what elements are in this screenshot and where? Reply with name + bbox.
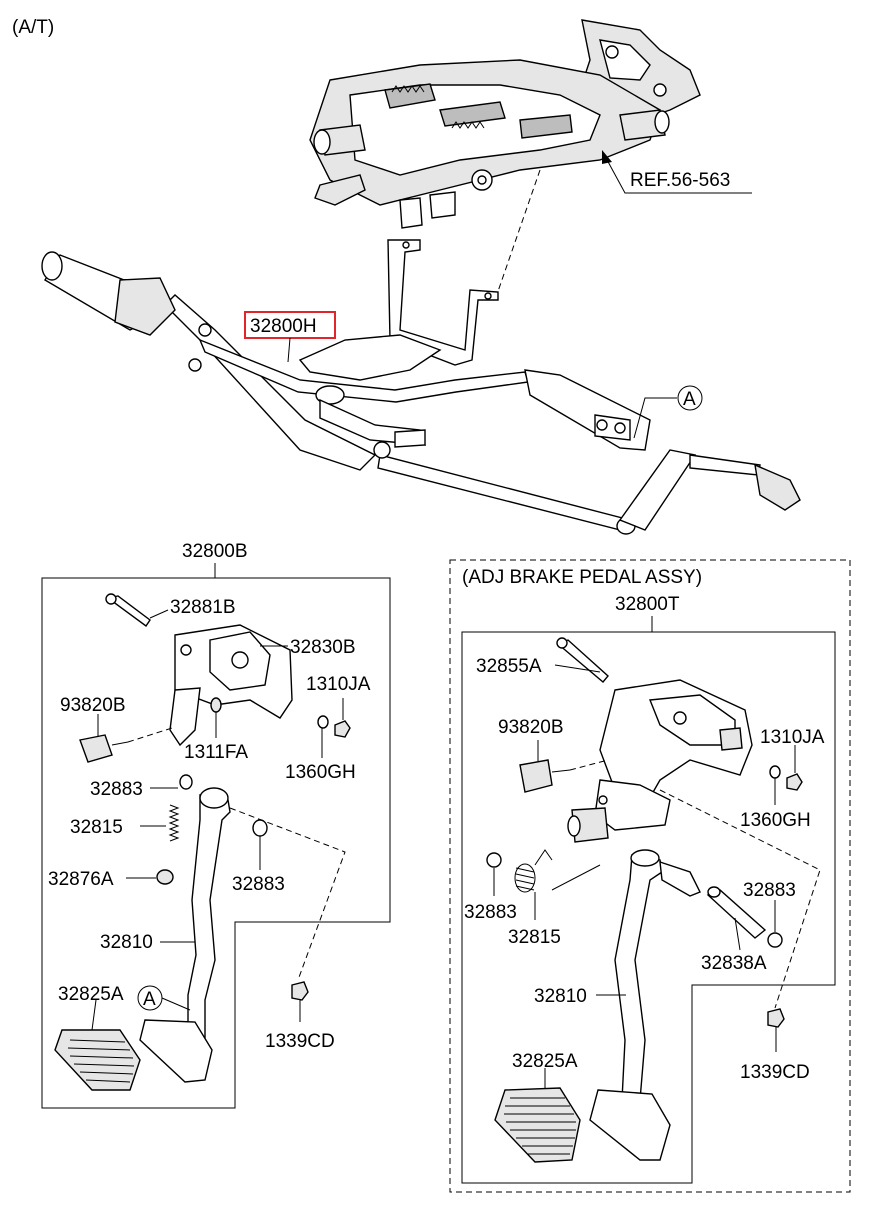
part-1311fa-label: 1311FA <box>184 742 248 763</box>
washer-1360gh-right <box>769 765 781 805</box>
nut-1339cd-left <box>291 981 309 1022</box>
part-32830b-label: 32830B <box>290 637 356 658</box>
bolt-32855a <box>554 637 609 683</box>
part-32883-rg-right-label: 32883 <box>743 880 796 901</box>
pedal-support-member <box>41 251 801 535</box>
bushing-32883-right-left <box>486 852 502 896</box>
part-93820b-left-label: 93820B <box>60 695 126 716</box>
adjustable-bracket <box>567 679 753 843</box>
part-32815-left-label: 32815 <box>70 817 123 838</box>
part-1360gh-label: 1360GH <box>285 762 356 783</box>
washer-1360gh <box>317 715 329 758</box>
callout-a-left-letter: A <box>143 989 156 1010</box>
callout-a-top: A <box>633 385 703 439</box>
switch-93820b <box>79 714 173 763</box>
pin-32838a <box>706 886 767 951</box>
switch-93820b-right <box>519 740 609 793</box>
part-1339cd-left-label: 1339CD <box>265 1031 335 1052</box>
stopper-32876a <box>126 869 174 885</box>
bushing-32883-rg-right <box>767 900 783 948</box>
callout-a-left: A <box>137 985 163 1011</box>
right-group-frame <box>461 631 836 1184</box>
callout-32800h[interactable]: 32800H <box>244 311 336 363</box>
part-1339cd-right-label: 1339CD <box>740 1062 810 1083</box>
part-32800h-label: 32800H <box>250 316 317 337</box>
part-32855a-label: 32855A <box>476 656 542 677</box>
nut-1310ja <box>334 698 351 738</box>
pedal-pad-32825a-right <box>494 1068 671 1163</box>
spring-32815-right <box>514 849 601 920</box>
bushing-32883-upper <box>150 774 193 790</box>
part-32883-rg-left-label: 32883 <box>464 902 517 923</box>
left-assembly-number: 32800B <box>182 541 248 562</box>
reference-label: REF.56-563 <box>630 170 730 191</box>
right-group-title: (ADJ BRAKE PEDAL ASSY) <box>462 567 702 588</box>
right-group: (ADJ BRAKE PEDAL ASSY) 32800T 32855A <box>449 559 851 1193</box>
pedal-arm-32810-right <box>596 849 701 1101</box>
part-93820b-right-label: 93820B <box>498 717 564 738</box>
right-dashed-guide <box>659 789 821 1009</box>
bracket-32830b <box>169 624 293 747</box>
part-32810-left-label: 32810 <box>100 932 153 953</box>
bolt-32881b <box>105 593 169 627</box>
reference-callout: REF.56-563 <box>602 150 752 194</box>
part-32883-upper-label: 32883 <box>90 779 143 800</box>
nut-1339cd-right <box>767 1008 785 1052</box>
left-group-frame <box>41 577 391 1109</box>
part-32883-right-label: 32883 <box>232 874 285 895</box>
part-1360gh-right-label: 1360GH <box>740 810 811 831</box>
left-group: 32800B 32881B 32830B 1310JA <box>41 541 391 1109</box>
mounting-bracket <box>387 239 499 366</box>
steering-column-assembly <box>309 19 701 229</box>
right-group-dashed-frame <box>449 559 851 1193</box>
callout-a-top-letter: A <box>683 389 696 410</box>
spring-32815 <box>140 804 180 842</box>
part-32838a-label: 32838A <box>701 953 767 974</box>
right-assembly-number: 32800T <box>615 594 680 615</box>
part-32881b-label: 32881B <box>170 597 236 618</box>
nut-1311fa <box>210 697 222 738</box>
leader-column-to-bracket <box>494 169 541 301</box>
variant-label: (A/T) <box>12 17 54 38</box>
part-32815-right-label: 32815 <box>508 927 561 948</box>
part-1310ja-right-label: 1310JA <box>760 727 825 748</box>
left-dashed-guide <box>229 807 346 981</box>
pedal-arm-32810 <box>160 787 231 1049</box>
part-32825a-left-label: 32825A <box>58 984 124 1005</box>
nut-1310ja-right <box>786 745 803 791</box>
part-32876a-label: 32876A <box>48 869 114 890</box>
bushing-32883-right <box>252 819 268 870</box>
part-1310ja-label: 1310JA <box>306 674 371 695</box>
pedal-pad-32825a-left <box>54 997 213 1091</box>
part-32825a-right-label: 32825A <box>512 1051 578 1072</box>
part-32810-right-label: 32810 <box>534 986 587 1007</box>
